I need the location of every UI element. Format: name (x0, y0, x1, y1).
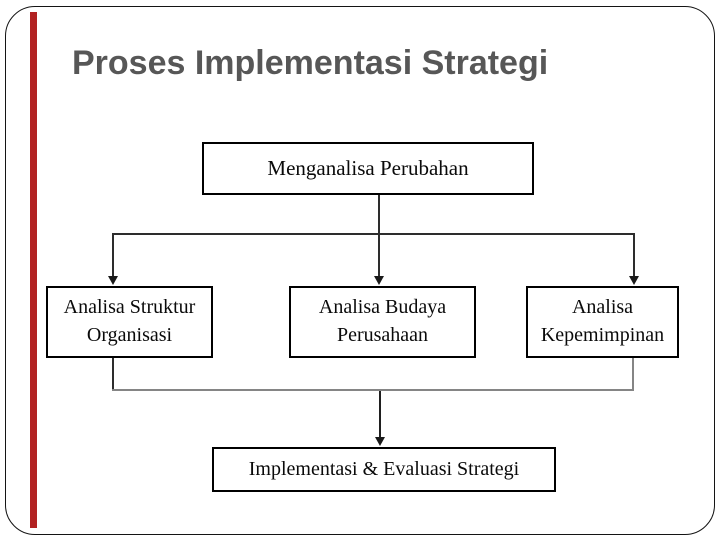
flowchart-box-menganalisa-perubahan: Menganalisa Perubahan (202, 142, 534, 195)
flowchart-box-analisa-struktur-organisasi: Analisa Struktur Organisasi (46, 286, 213, 358)
box-label-line1: Analisa (571, 296, 634, 319)
box-label-line2: Organisasi (86, 324, 173, 346)
connector-top-vertical (378, 195, 380, 276)
box-label-line1: Analisa Struktur (63, 296, 196, 319)
arrowhead-to-budaya (374, 276, 384, 285)
arrowhead-to-kepemimpinan (629, 276, 639, 285)
slide-border (5, 6, 715, 535)
flowchart-box-analisa-kepemimpinan: Analisa Kepemimpinan (526, 286, 679, 358)
connector-right-branch (633, 233, 635, 276)
connector-lower-horizontal (112, 389, 634, 391)
connector-right-down (632, 358, 634, 391)
box-label-line2: Perusahaan (336, 324, 429, 346)
slide-title: Proses Implementasi Strategi (72, 44, 549, 82)
box-label: Menganalisa Perubahan (267, 156, 469, 181)
connector-left-branch (112, 233, 114, 276)
connector-bottom-vertical (379, 391, 381, 438)
flowchart-box-implementasi-evaluasi-strategi: Implementasi & Evaluasi Strategi (212, 447, 556, 492)
box-label-line2: Kepemimpinan (540, 324, 665, 346)
arrowhead-to-struktur (108, 276, 118, 285)
flowchart-box-analisa-budaya-perusahaan: Analisa Budaya Perusahaan (289, 286, 476, 358)
arrowhead-to-implementasi (375, 437, 385, 446)
box-label-line1: Analisa Budaya (318, 296, 447, 319)
connector-left-down (112, 358, 114, 391)
box-label: Implementasi & Evaluasi Strategi (248, 457, 520, 480)
connector-upper-horizontal (113, 233, 635, 235)
left-accent-bar (30, 12, 37, 528)
